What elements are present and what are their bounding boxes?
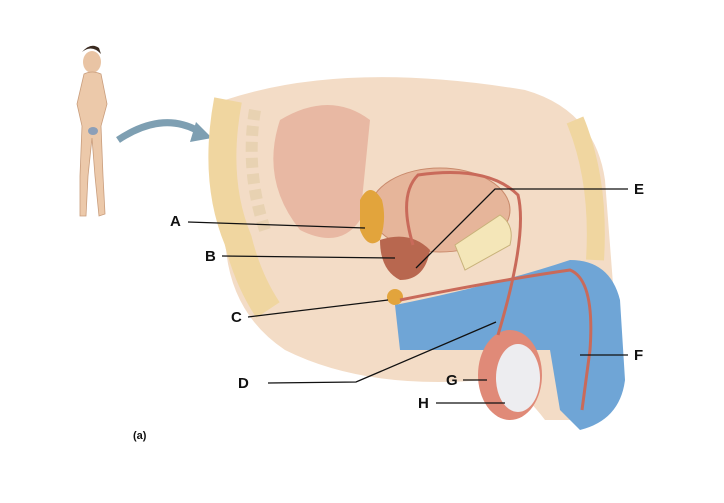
arrow-icon bbox=[116, 119, 202, 143]
label-b: B bbox=[205, 248, 216, 265]
label-a: A bbox=[170, 213, 181, 230]
leader-lines bbox=[187, 188, 628, 404]
panel-label: (a) bbox=[133, 430, 147, 442]
label-f: F bbox=[634, 347, 644, 364]
cross-section bbox=[208, 77, 625, 430]
label-g: G bbox=[446, 372, 458, 389]
label-d: D bbox=[238, 375, 249, 392]
label-c: C bbox=[231, 309, 242, 326]
label-h: H bbox=[418, 395, 429, 412]
human-figure-icon bbox=[76, 45, 108, 217]
label-e: E bbox=[634, 181, 645, 198]
